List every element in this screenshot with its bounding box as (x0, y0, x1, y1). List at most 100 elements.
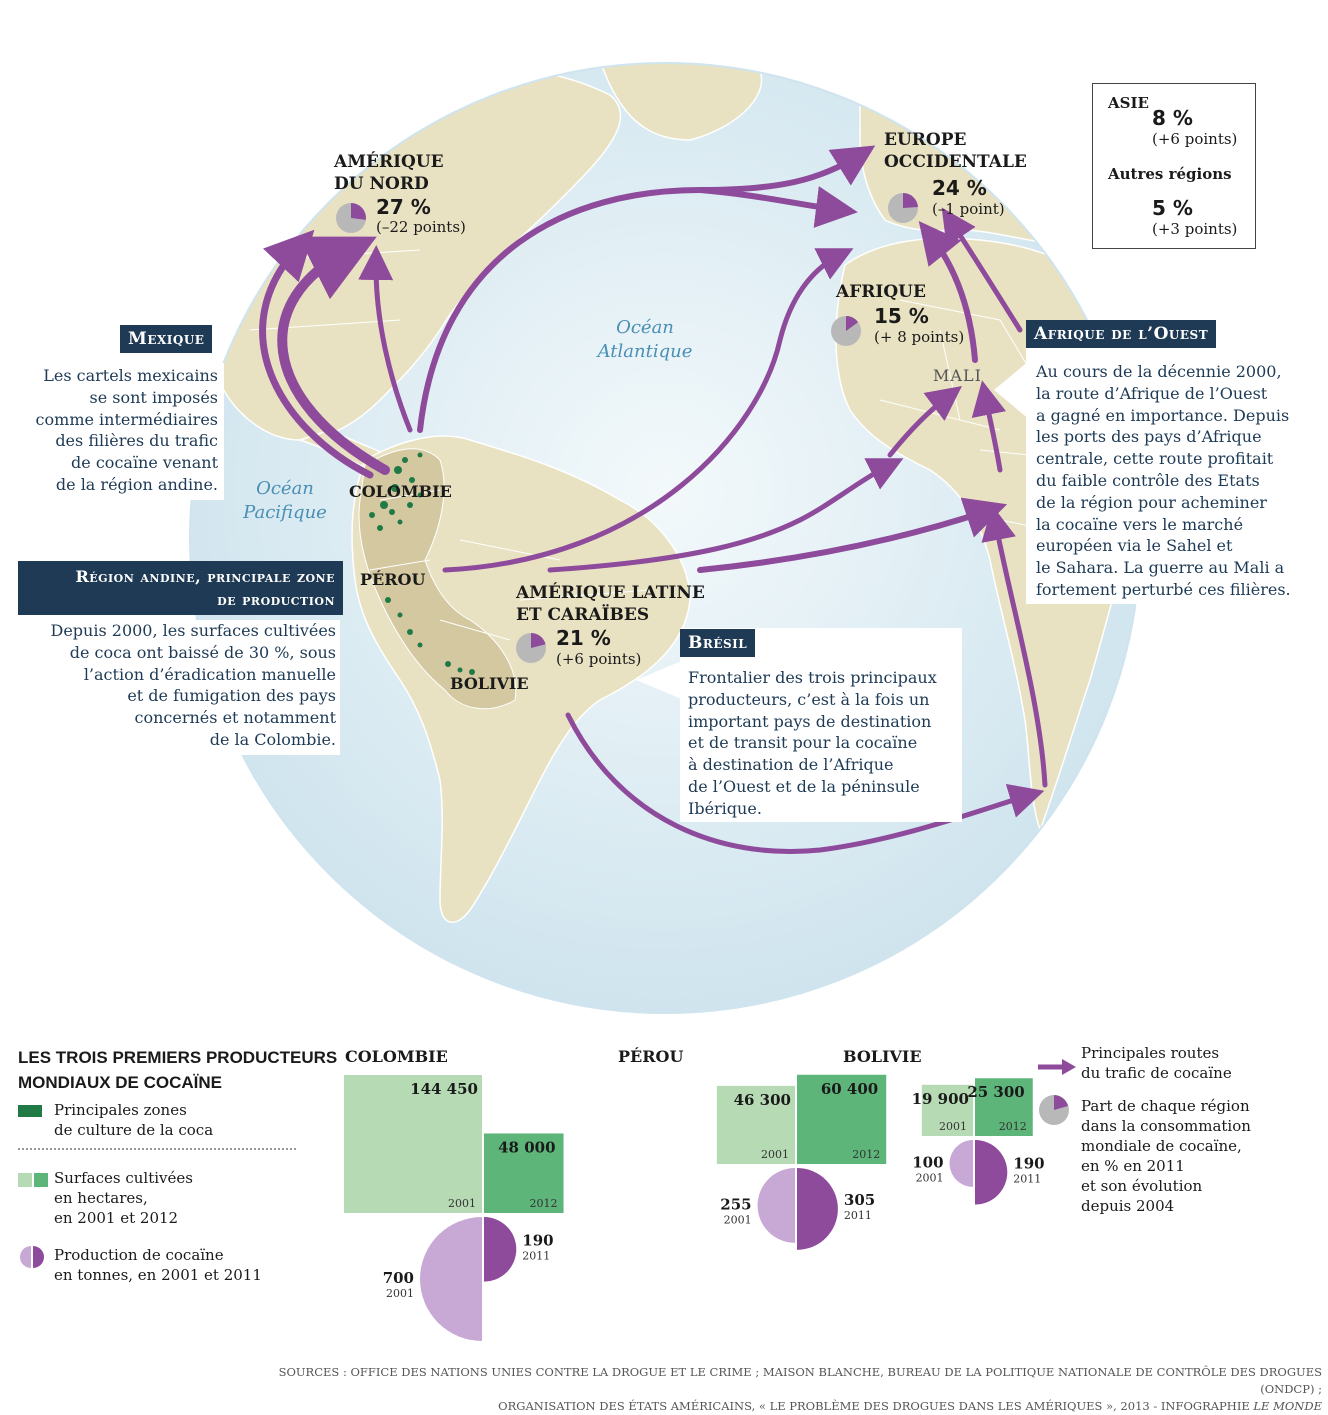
legend-line: Production de cocaïne (54, 1246, 224, 1264)
share-pie-latin_america (516, 633, 546, 663)
legend-surfaces: Surfaces cultivées en hectares, en 2001 … (54, 1168, 193, 1228)
region-change-other: (+3 points) (1152, 220, 1238, 238)
legend-line: en hectares, (54, 1189, 148, 1207)
production-year-2011: 2011 (1013, 1172, 1041, 1185)
region-change-western-europe: (–1 point) (932, 200, 1005, 218)
country-label-colombia: COLOMBIE (349, 482, 452, 501)
note-bresil: Frontalier des trois principaux producte… (688, 667, 960, 820)
production-year-2011: 2011 (844, 1209, 872, 1222)
note-line: centrale, cette route profitait (1036, 449, 1274, 469)
production-half-2001 (757, 1168, 795, 1243)
atlantic-ocean-label: Océan Atlantique (597, 317, 693, 362)
note-line: de coca ont baissé de 30 %, sous (69, 642, 336, 662)
route-mali-europe (918, 220, 978, 363)
source-line-text: ORGANISATION DES ÉTATS AMÉRICAINS, « LE … (498, 1399, 1254, 1413)
coca-zone-swatch (18, 1105, 42, 1117)
note-afrique-ouest: Au cours de la décennie 2000, la route d… (1036, 361, 1326, 601)
globe-map (189, 62, 1141, 1014)
legend-divider (18, 1148, 296, 1150)
share-legend-pie (1039, 1095, 1069, 1125)
chart-title: PÉROU (618, 1046, 683, 1066)
legend-coca-zones: Principales zones de culture de la coca (54, 1100, 213, 1140)
note-andine: Depuis 2000, les surfaces cultivées de c… (18, 620, 340, 755)
note-line: concernés et notamment (134, 708, 336, 728)
route-colombia-north-america-2 (277, 236, 390, 475)
note-line: la cocaïne vers le marché (1036, 514, 1244, 534)
note-line: le Sahara. La guerre au Mali a (1036, 558, 1285, 578)
legend-line: Surfaces cultivées (54, 1169, 193, 1187)
legend-title-line: MONDIAUX DE COCAÏNE (18, 1073, 223, 1092)
production-half-2001 (420, 1217, 482, 1341)
legend-line: en % en 2011 (1081, 1157, 1185, 1175)
area-value-2001: 144 450 (410, 1080, 478, 1098)
production-value-2011: 190 (1013, 1154, 1044, 1172)
legend-share: Part de chaque région dans la consommati… (1081, 1096, 1251, 1216)
legend-line: en tonnes, en 2001 et 2011 (54, 1266, 262, 1284)
area-square-2012 (975, 1078, 1033, 1136)
region-share-other: 5 % (1152, 196, 1193, 220)
area-square-2012 (797, 1074, 887, 1164)
legend-line: mondiale de cocaïne, (1081, 1137, 1242, 1155)
area-value-2012: 48 000 (498, 1138, 555, 1156)
note-bresil-box (680, 628, 962, 822)
route-brazil-africa (565, 712, 1045, 854)
note-tag-mexique: Mexique (120, 325, 213, 353)
legend-line: Part de chaque région (1081, 1097, 1250, 1115)
note-line: de la région pour acheminer (1036, 492, 1267, 512)
note-line: se sont imposés (89, 387, 218, 407)
region-change-north-america: (–22 points) (376, 218, 466, 236)
share-pie-slice (531, 633, 546, 648)
note-line: Depuis 2000, les surfaces cultivées (50, 621, 337, 640)
note-line: producteurs, c’est à la fois un (688, 689, 930, 709)
region-share-north-america: 27 % (376, 195, 431, 219)
chart-title: COLOMBIE (345, 1047, 448, 1066)
production-value-2001: 700 (383, 1269, 414, 1287)
note-line: du faible contrôle des Etats (1036, 470, 1260, 490)
area-value-2001: 46 300 (734, 1091, 791, 1109)
region-share-africa: 15 % (874, 304, 929, 328)
area-square-2001 (921, 1084, 973, 1136)
sources: SOURCES : OFFICE DES NATIONS UNIES CONTR… (222, 1364, 1322, 1415)
coca-zones (369, 452, 475, 675)
legend-line: en 2001 et 2012 (54, 1209, 179, 1227)
country-label-peru: PÉROU (360, 570, 426, 589)
greenland-land (599, 63, 763, 141)
note-line: a gagné en importance. Depuis (1036, 405, 1290, 425)
source-line: ORGANISATION DES ÉTATS AMÉRICAINS, « LE … (222, 1398, 1322, 1415)
legend-line: dans la consommation (1081, 1117, 1251, 1135)
region-name-western-europe: EUROPE OCCIDENTALE (884, 130, 1027, 172)
note-line: fortement perturbé ces filières. (1036, 579, 1291, 599)
area-square-2001 (716, 1085, 795, 1164)
region-change-africa: (+ 8 points) (874, 328, 965, 346)
area-value-2012: 25 300 (967, 1083, 1024, 1101)
note-line: Ibérique. (688, 798, 762, 818)
legend-line: Principales routes (1081, 1044, 1220, 1062)
share-pie-africa (831, 316, 861, 346)
note-line: comme intermédiaires (35, 409, 218, 429)
afrique-ouest-callout-pointer (994, 360, 1030, 420)
region-name-north-america: AMÉRIQUE DU NORD (334, 152, 444, 194)
legend-line: Principales zones (54, 1101, 187, 1119)
route-colombia-north-america-1 (259, 229, 374, 479)
share-pie-north_america (336, 203, 366, 233)
area-square-2001 (344, 1075, 482, 1213)
production-value-2011: 305 (844, 1191, 875, 1209)
area-year-2001: 2001 (939, 1120, 967, 1133)
production-half-2011 (975, 1140, 1008, 1205)
production-half-2001 (949, 1140, 973, 1187)
legend-routes: Principales routes du trafic de cocaïne (1081, 1043, 1232, 1083)
note-line: l’action d’éradication manuelle (83, 664, 336, 684)
note-mexique: Les cartels mexicains se sont imposés co… (6, 363, 224, 500)
region-share-western-europe: 24 % (932, 176, 987, 200)
route-southafrica-north (981, 505, 1048, 788)
source-line: SOURCES : OFFICE DES NATIONS UNIES CONTR… (278, 1365, 1322, 1396)
legend-title: LES TROIS PREMIERS PRODUCTEURS MONDIAUX … (18, 1045, 337, 1095)
share-pie-slice (351, 203, 366, 220)
legend-title-line: LES TROIS PREMIERS PRODUCTEURS (18, 1048, 338, 1067)
legend-line: depuis 2004 (1081, 1197, 1175, 1215)
region-share-latin-america: 21 % (556, 626, 611, 650)
route-africa-europe-east (941, 207, 1023, 333)
note-line: important pays de destination (688, 711, 932, 731)
country-label-bolivia: BOLIVIE (450, 674, 529, 693)
